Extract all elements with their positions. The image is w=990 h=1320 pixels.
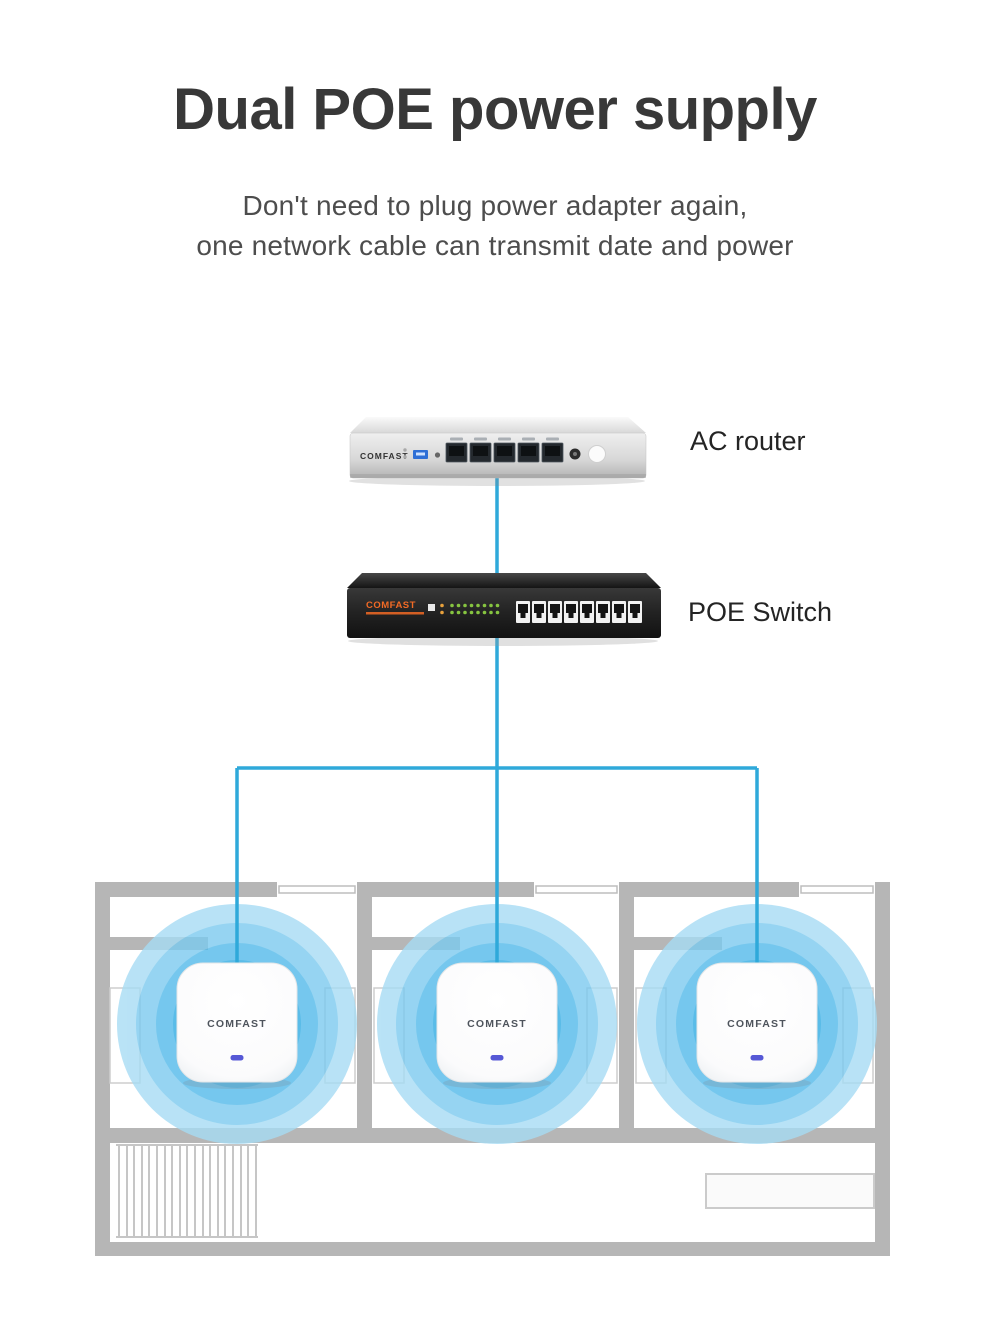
window-symbols [278,885,874,894]
switch-front-face [347,588,661,638]
router-usb-tongue [416,452,425,456]
stairs [116,1144,258,1238]
router-power-button [588,445,606,463]
router-ethernet-ports [445,437,564,463]
switch-shadow [348,636,658,646]
wall-top-room1 [95,882,277,897]
subtitle-line-2: one network cable can transmit date and … [196,230,794,261]
subtitle: Don't need to plug power adapter again, … [0,186,990,266]
router-brand: COMFAST [360,451,409,461]
poe-switch-device: COMFAST [347,573,661,646]
router-bottom-strip [350,474,646,478]
ap3-body [696,962,818,1083]
router-label: AC router [690,426,806,456]
ac-router-device: COMFAST [349,417,647,486]
wall-divider-1 [357,882,372,1134]
switch-label: POE Switch [688,597,833,627]
desk [705,1173,875,1209]
router-reset-button [434,452,441,458]
wall-bottom [95,1242,890,1256]
router-dc-pin [573,452,577,456]
switch-brand-tagline [366,612,424,615]
switch-brand: COMFAST [366,600,416,611]
router-led-2 [403,455,407,459]
wall-top-room3 [619,882,799,897]
access-point-3: COMFAST [696,962,818,1089]
switch-reset-square [428,604,435,611]
access-point-2: COMFAST [436,962,558,1089]
ap2-led [490,1055,504,1061]
switch-status-leds [440,603,500,615]
ap3-led [750,1055,764,1061]
router-top-face [350,417,646,433]
switch-ethernet-ports [516,601,642,623]
wall-outer-right [875,882,890,1256]
ap2-brand: COMFAST [467,1018,527,1030]
ap1-led [230,1055,244,1061]
wall-divider-2 [619,882,634,1134]
access-point-1: COMFAST [176,962,298,1089]
subtitle-line-1: Don't need to plug power adapter again, [242,190,748,221]
ap3-brand: COMFAST [727,1018,787,1030]
page-title: Dual POE power supply [173,77,817,142]
ap1-brand: COMFAST [207,1018,267,1030]
poe-cables [235,468,759,975]
router-led-1 [403,448,407,452]
router-shadow [349,476,645,486]
wall-outer-left [95,882,110,1256]
ap2-body [436,962,558,1083]
switch-top-face [347,573,661,588]
ap1-body [176,962,298,1083]
wall-top-room2 [357,882,534,897]
